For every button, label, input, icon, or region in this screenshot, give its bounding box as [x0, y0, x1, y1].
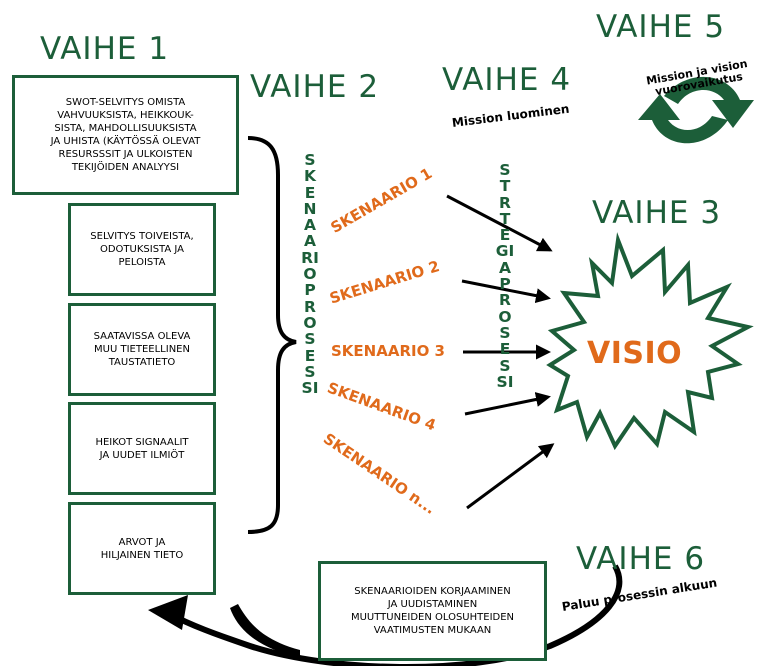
vision-label: VISIO [587, 336, 683, 371]
input-box-expectations: SELVITYS TOIVEISTA, ODOTUKSISTA JA PELOI… [68, 203, 216, 296]
input-box-swot: SWOT-SELVITYS OMISTA VAHVUUKSISTA, HEIKK… [12, 75, 239, 195]
recycle-arrow-top [664, 76, 754, 128]
arrow-scenario-2 [461, 279, 551, 304]
arrow-scenario-n [466, 443, 555, 510]
scenario-3-label: SKENAARIO 3 [331, 342, 445, 360]
arrow-scenario-4 [464, 392, 551, 416]
strategy-process-label: STRTEGIAPROSESSI [495, 161, 515, 391]
scenario-process-label: SKENAARIOPROSESSI [301, 151, 319, 398]
arrow-scenario-1 [446, 194, 553, 252]
phase-5-title: VAIHE 5 [596, 9, 726, 45]
phase-6-title: VAIHE 6 [576, 541, 706, 577]
input-box-weak-signals: HEIKOT SIGNAALIT JA UUDET ILMIÖT [68, 402, 216, 495]
input-box-background-knowledge: SAATAVISSA OLEVA MUU TIETEELLINEN TAUSTA… [68, 303, 216, 396]
curly-brace [247, 136, 297, 534]
phase-1-title: VAIHE 1 [40, 31, 170, 67]
phase-3-title: VAIHE 3 [592, 195, 722, 231]
vision-starburst [546, 232, 754, 451]
phase-2-title: VAIHE 2 [250, 69, 380, 105]
feedback-loop-arrow [168, 564, 623, 666]
recycle-arrow-bottom [638, 94, 728, 144]
phase-4-title: VAIHE 4 [442, 62, 572, 98]
feedback-loop-arrowhead [148, 595, 188, 630]
feedback-loop-tail [230, 604, 300, 658]
feedback-box: SKENAARIOIDEN KORJAAMINEN JA UUDISTAMINE… [318, 561, 547, 661]
input-box-values: ARVOT JA HILJAINEN TIETO [68, 502, 216, 595]
